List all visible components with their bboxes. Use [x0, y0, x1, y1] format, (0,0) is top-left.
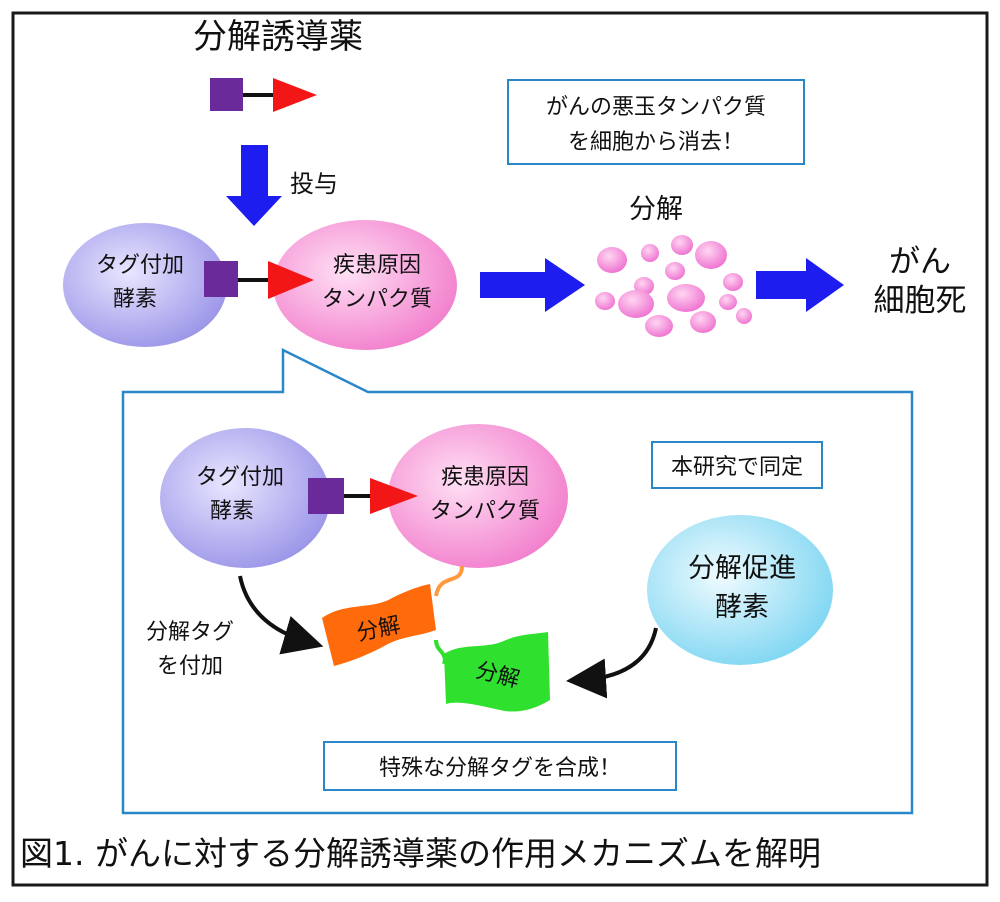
disease-protein-inset: [388, 424, 568, 568]
administer-arrow: [226, 145, 282, 226]
promote-arrow: [566, 627, 658, 699]
degradation-tag-green: [444, 632, 550, 712]
promote-enzyme-line2: 酵素: [715, 592, 769, 623]
tag-add-line1: 分解タグ: [146, 620, 234, 645]
synth-label: 特殊な分解タグを合成！: [379, 756, 621, 781]
callout-line2: を細胞から消去！: [568, 130, 744, 155]
degradation-promoting-enzyme: [647, 515, 833, 665]
protein-fragments: [595, 235, 752, 337]
tag-enzyme-inset-line1: タグ付加: [196, 465, 284, 490]
degrader-molecule-icon: [210, 78, 317, 112]
tag-add-line2: を付加: [157, 654, 223, 679]
tag-enzyme-inset: [160, 428, 330, 568]
tag-add-arrow: [238, 575, 324, 655]
cell-death-line1: がん: [889, 244, 951, 280]
tag-enzyme-top-line2: 酵素: [113, 287, 157, 312]
identified-box: [651, 441, 823, 489]
disease-protein-inset-line2: タンパク質: [430, 499, 540, 524]
drug-label: 分解誘導薬: [193, 17, 363, 57]
tag-chain-connector: [434, 565, 464, 597]
tag-enzyme-inset-line2: 酵素: [210, 499, 254, 524]
synth-box: [323, 741, 677, 791]
cell-death-line2: 細胞死: [874, 283, 967, 319]
promote-enzyme-line1: 分解促進: [688, 553, 796, 584]
arrow-to-cell-death: [756, 258, 844, 312]
tag-enzyme-top-line1: タグ付加: [96, 253, 184, 278]
figure-caption: 図1. がんに対する分解誘導薬の作用メカニズムを解明: [20, 834, 821, 873]
disease-protein-inset-line1: 疾患原因: [441, 465, 529, 490]
callout-box: [507, 79, 805, 165]
degrader-molecule-bound-icon: [204, 261, 314, 299]
degradation-tag-orange: [322, 584, 436, 666]
disease-protein-top-line1: 疾患原因: [333, 253, 421, 278]
disease-protein-top: [273, 220, 457, 350]
identified-label: 本研究で同定: [671, 455, 803, 480]
callout-line1: がんの悪玉タンパク質: [546, 95, 766, 120]
disease-protein-top-line2: タンパク質: [322, 287, 432, 312]
arrow-to-degradation: [480, 258, 585, 312]
degrader-molecule-inset-icon: [308, 478, 418, 514]
tag-enzyme-top: [63, 223, 227, 347]
degradation-label: 分解: [629, 194, 683, 225]
administer-label: 投与: [290, 170, 338, 198]
outer-frame: [11, 11, 989, 887]
